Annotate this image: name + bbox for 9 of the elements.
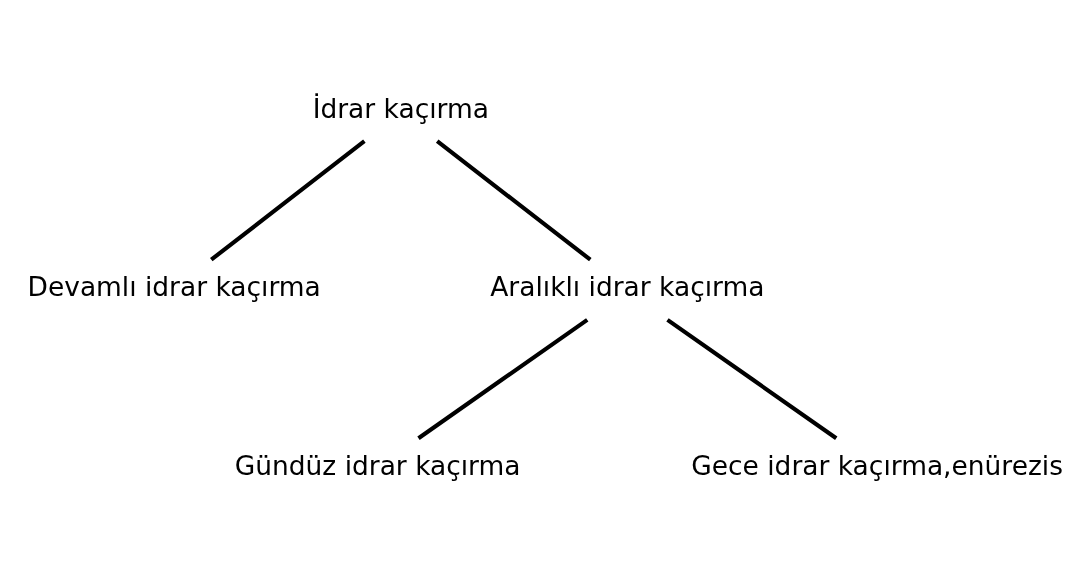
node-text: Aralıklı idrar kaçırma bbox=[490, 271, 765, 303]
node-text: Gece idrar kaçırma,enürezis bbox=[691, 449, 1063, 481]
connector bbox=[417, 318, 589, 440]
connector bbox=[666, 318, 838, 440]
connector bbox=[210, 139, 366, 262]
node-text: Devamlı idrar kaçırma bbox=[27, 271, 321, 303]
node-text: Gündüz idrar kaçırma bbox=[234, 449, 521, 481]
connector bbox=[435, 139, 592, 262]
node-text: İdrar kaçırma bbox=[312, 92, 489, 124]
